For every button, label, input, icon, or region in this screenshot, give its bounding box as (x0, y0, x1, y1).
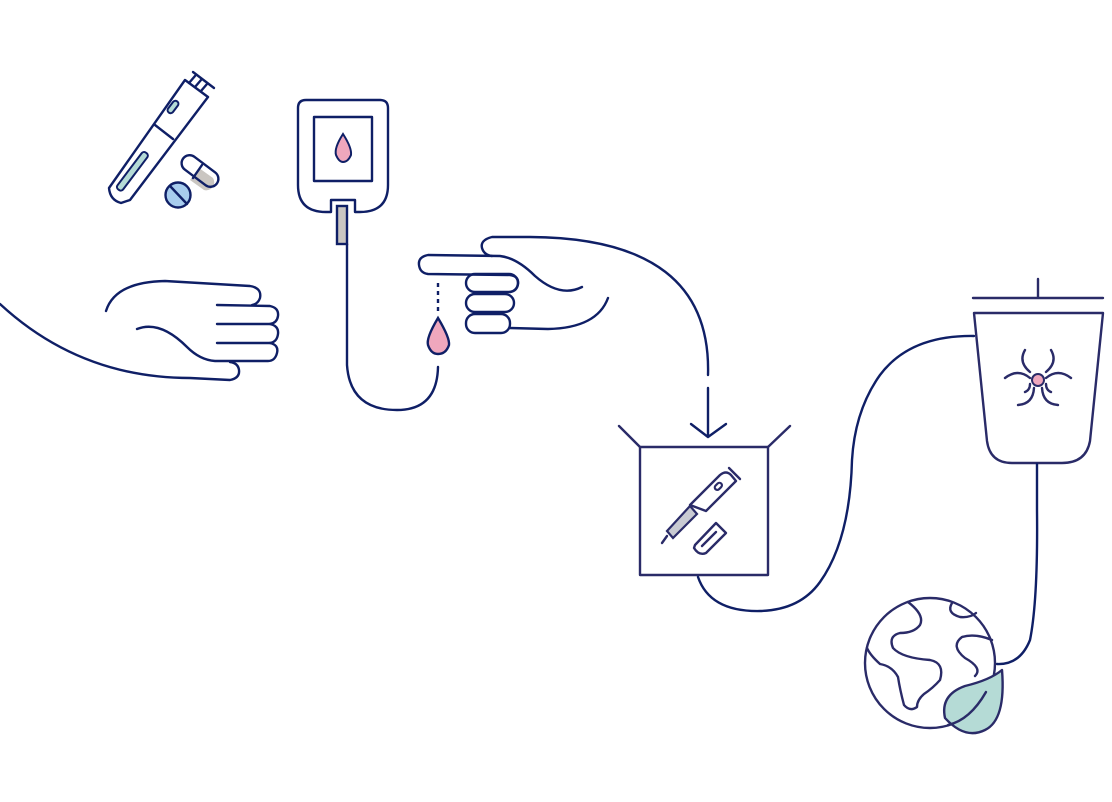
biohazard-symbol-icon (1003, 348, 1073, 407)
pill-capsule-icon (180, 153, 220, 191)
glucose-meter-icon (296, 98, 440, 412)
sharps-box-icon (617, 334, 976, 613)
meter-cable (345, 242, 440, 412)
pricked-finger-hand-icon (417, 235, 710, 377)
pill-tablet-icon (164, 181, 192, 209)
insulin-pen-icon (107, 70, 216, 205)
down-arrow-icon (689, 386, 728, 439)
earth-leaf-icon (863, 596, 1004, 735)
open-hand-icon (0, 279, 280, 382)
biohazard-bin-icon (971, 277, 1105, 666)
blood-drop-icon (426, 315, 451, 356)
